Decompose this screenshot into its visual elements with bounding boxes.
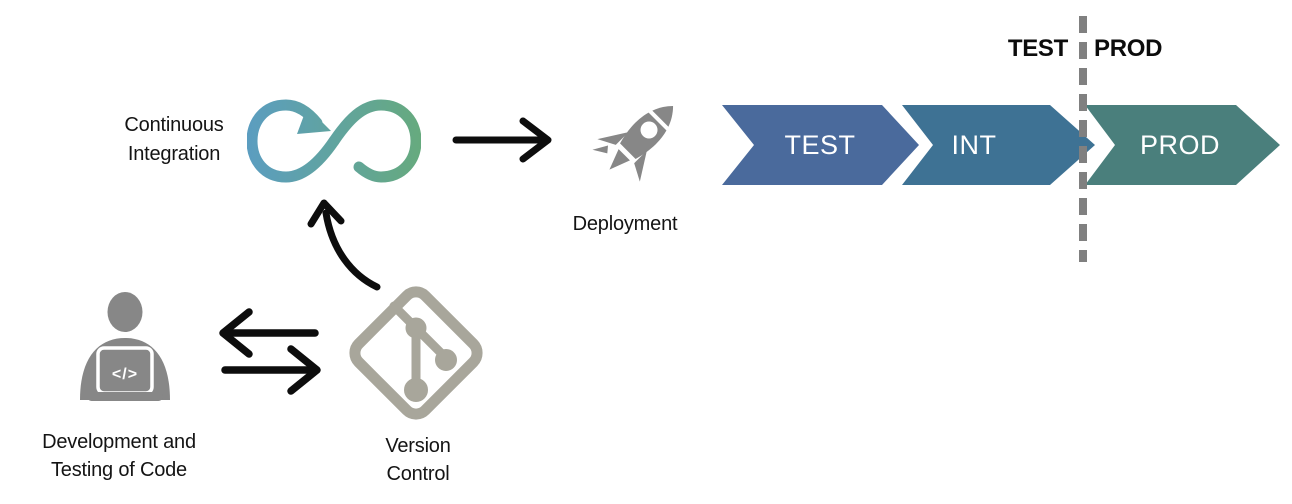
deployment-label: Deployment — [572, 213, 678, 235]
environment-divider-line — [1079, 16, 1087, 262]
sync-arrows — [219, 308, 321, 395]
continuous-integration-infinity-icon — [247, 99, 421, 183]
git-version-control-icon — [349, 286, 483, 420]
stage-label-prod: PROD — [1140, 130, 1220, 160]
stage-label-test: TEST — [784, 130, 855, 160]
environment-label-test: TEST — [1007, 35, 1068, 62]
environment-label-prod: PROD — [1094, 35, 1163, 62]
stage-label-int: INT — [952, 130, 997, 160]
vc-to-ci-curved-arrow — [307, 199, 381, 291]
stage-chevron-int — [902, 105, 1095, 185]
ci-to-deployment-arrow — [452, 117, 552, 163]
version-control-label: Version Control — [385, 435, 451, 485]
continuous-integration-label: Continuous Integration — [124, 114, 224, 165]
developer-icon: </> — [80, 292, 170, 401]
loop-arrowhead — [297, 107, 331, 134]
deployment-rocket-icon — [592, 105, 674, 182]
laptop-code-glyph: </> — [112, 366, 138, 383]
stage-chevron-prod — [1085, 105, 1280, 185]
pipeline-stage-chevrons: TEST INT PROD — [722, 105, 1280, 185]
developer-label: Development and Testing of Code — [42, 431, 196, 481]
stage-chevron-test — [722, 105, 919, 185]
